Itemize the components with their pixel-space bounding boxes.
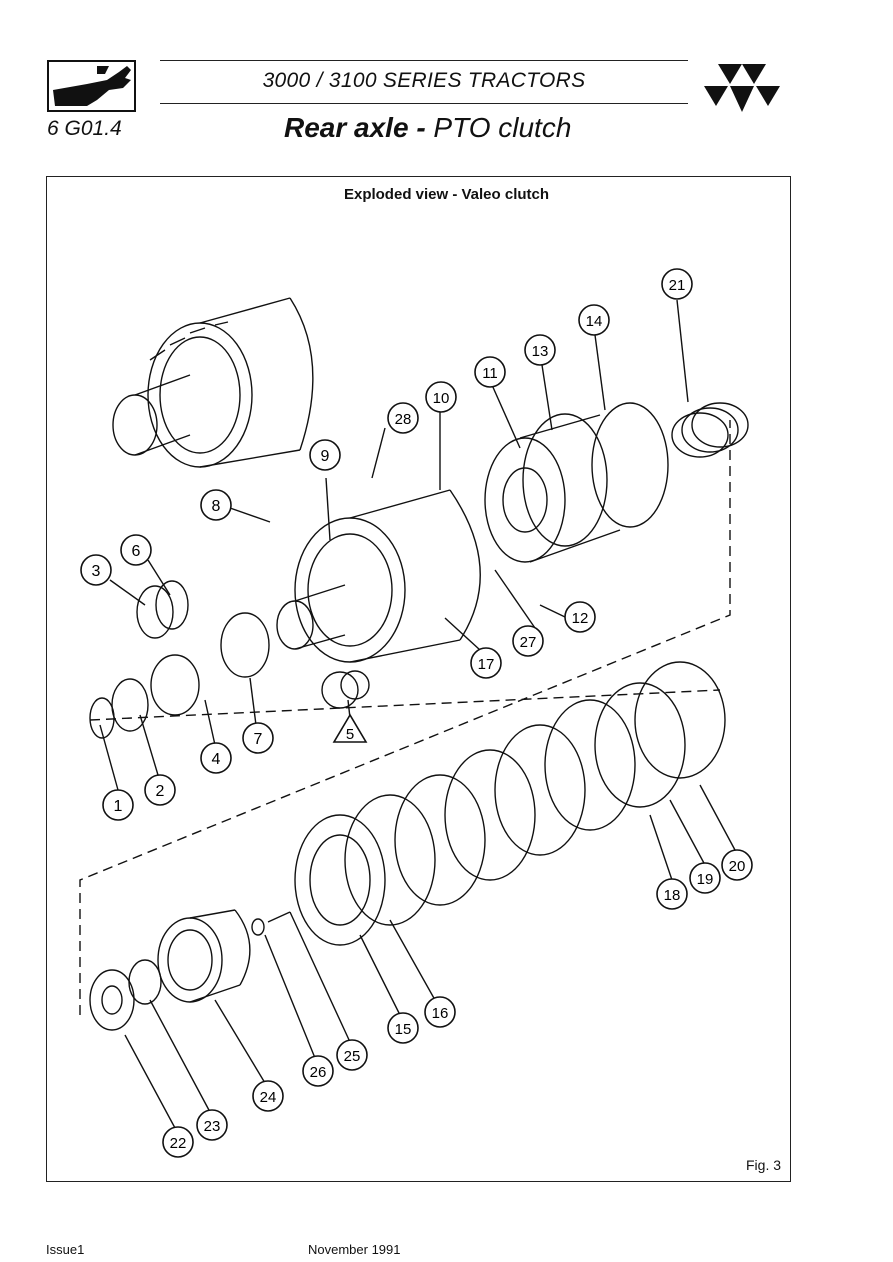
callout-18: 18 [656, 878, 688, 910]
figure-caption: Exploded view - Valeo clutch [343, 186, 550, 203]
page-title: Rear axle - PTO clutch [284, 112, 571, 144]
section-code: 6 G01.4 [47, 117, 122, 140]
callout-label: 22 [170, 1135, 187, 1152]
callout-label: 8 [212, 498, 221, 515]
wrench-hand-icon [47, 60, 136, 112]
clutch-housing-assembly [112, 297, 314, 468]
callout-label: 19 [697, 871, 714, 888]
callout-label: 25 [344, 1048, 361, 1065]
callout-label: 24 [260, 1089, 277, 1106]
callout-label: 18 [664, 887, 681, 904]
callout-label: 12 [572, 610, 589, 627]
piston-assembly [484, 402, 669, 563]
callout-11: 11 [474, 356, 506, 388]
callout-label: 5 [346, 726, 354, 743]
bearing-stack [89, 580, 370, 739]
callout-12: 12 [564, 601, 596, 633]
callout-2: 2 [144, 774, 176, 806]
callout-10: 10 [425, 381, 457, 413]
callout-22: 22 [162, 1126, 194, 1158]
callout-label: 28 [395, 411, 412, 428]
callout-label: 6 [132, 543, 141, 560]
page-title-bold: Rear axle - [284, 112, 434, 143]
callout-label: 13 [532, 343, 549, 360]
callout-28: 28 [387, 402, 419, 434]
callout-20: 20 [721, 849, 753, 881]
assembly-guide-lines [79, 420, 731, 1015]
callout-25: 25 [336, 1039, 368, 1071]
output-gear-assembly [89, 909, 291, 1031]
callout-label: 3 [92, 563, 101, 580]
callout-label: 15 [395, 1021, 412, 1038]
footer-date: November 1991 [308, 1242, 401, 1257]
callout-label: 4 [212, 751, 221, 768]
callout-label: 9 [321, 448, 330, 465]
callout-17: 17 [470, 647, 502, 679]
callout-24: 24 [252, 1080, 284, 1112]
callout-4: 4 [200, 742, 232, 774]
callout-14: 14 [578, 304, 610, 336]
callout-1: 1 [102, 789, 134, 821]
callout-21: 21 [661, 268, 693, 300]
figure-frame [46, 176, 791, 1182]
callout-8: 8 [200, 489, 232, 521]
callout-23: 23 [196, 1109, 228, 1141]
callout-19: 19 [689, 862, 721, 894]
footer-issue: Issue1 [46, 1242, 85, 1257]
callout-label: 2 [156, 783, 165, 800]
callout-15: 15 [387, 1012, 419, 1044]
callout-label: 11 [482, 365, 498, 382]
callout-26: 26 [302, 1055, 334, 1087]
friction-plate-pack [294, 661, 726, 946]
callout-label: 7 [254, 731, 263, 748]
callout-3: 3 [80, 554, 112, 586]
callout-label: 27 [520, 634, 537, 651]
series-title-band: 3000 / 3100 SERIES TRACTORS [160, 60, 688, 104]
callout-label: 23 [204, 1118, 221, 1135]
callout-label: 1 [114, 798, 123, 815]
massey-ferguson-logo-icon [702, 62, 782, 118]
callout-5: 5 [332, 713, 368, 743]
callouts: 1 2 3 4 5 6 7 8 9 10 11 12 13 14 15 16 1… [80, 268, 753, 1158]
series-title: 3000 / 3100 SERIES TRACTORS [262, 69, 586, 92]
callout-7: 7 [242, 722, 274, 754]
callout-leader-lines [99, 299, 736, 1129]
callout-13: 13 [524, 334, 556, 366]
callout-label: 20 [729, 858, 746, 875]
callout-9: 9 [309, 439, 341, 471]
clutch-drum-assembly [276, 489, 481, 663]
callout-6: 6 [120, 534, 152, 566]
figure-label: Fig. 3 [746, 1157, 782, 1173]
callout-label: 17 [478, 656, 495, 673]
callout-label: 26 [310, 1064, 327, 1081]
callout-label: 10 [433, 390, 450, 407]
callout-label: 21 [669, 277, 686, 294]
callout-16: 16 [424, 996, 456, 1028]
return-spring [671, 402, 749, 458]
page-title-italic: PTO clutch [433, 112, 572, 143]
callout-label: 14 [586, 313, 603, 330]
callout-27: 27 [512, 625, 544, 657]
callout-label: 16 [432, 1005, 449, 1022]
